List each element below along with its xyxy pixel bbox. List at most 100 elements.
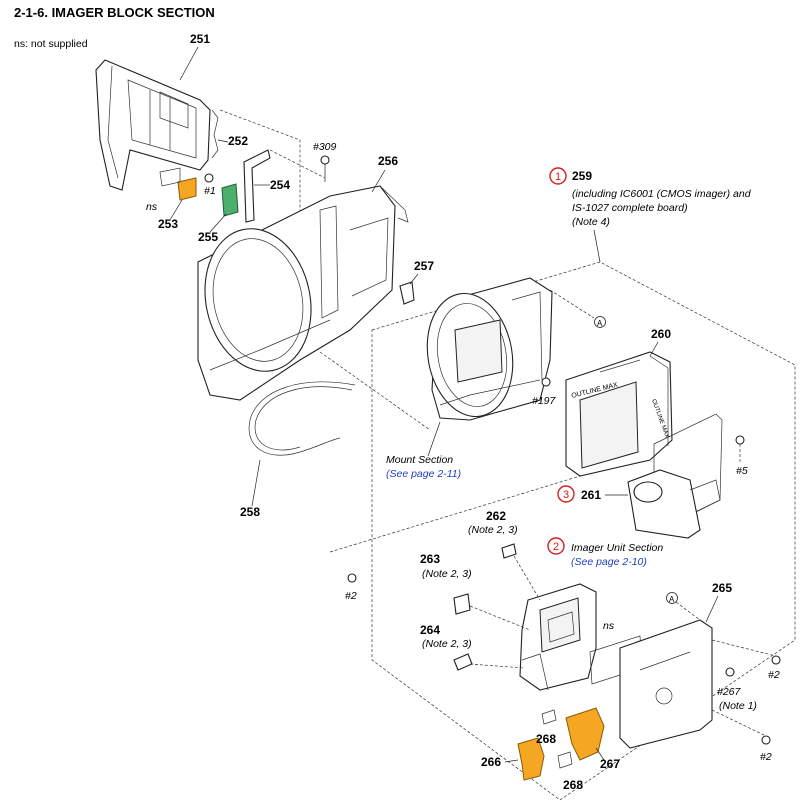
label-252: 252 — [228, 134, 248, 148]
leader-256 — [371, 169, 386, 193]
label-255: 255 — [198, 230, 218, 244]
label-screw-2-right: #2 — [768, 669, 780, 681]
mount-section-assembly — [426, 277, 553, 421]
guide-line — [269, 149, 326, 179]
part-253-orange-sheet — [177, 177, 197, 201]
marker-2 — [547, 537, 565, 555]
guide-line — [219, 109, 301, 230]
leader-266 — [504, 759, 519, 763]
leader-259 — [593, 229, 601, 263]
label-screw-2-left: #2 — [345, 590, 357, 602]
part-258-ribbon — [248, 381, 356, 456]
guide-line — [549, 289, 595, 319]
screw-2-right-icon — [771, 655, 781, 665]
note-263: (Note 2, 3) — [422, 568, 472, 580]
screw-309-icon — [320, 155, 330, 165]
label-267: 267 — [600, 757, 620, 771]
guide-line — [319, 351, 431, 431]
screw-2-bottom-icon — [761, 735, 771, 745]
part-262 — [501, 543, 517, 559]
marker-1 — [549, 167, 567, 185]
part-264 — [453, 653, 473, 671]
label-268-a: 268 — [536, 732, 556, 746]
ref-a-top — [594, 316, 606, 328]
guide-line — [711, 639, 777, 657]
label-253: 253 — [158, 217, 178, 231]
note-267: (Note 1) — [719, 700, 757, 712]
leader-mount — [427, 421, 441, 457]
guide-line — [711, 709, 767, 737]
screw-2-left-icon — [347, 573, 357, 583]
part-265-rear-plate — [619, 619, 713, 749]
note-264: (Note 2, 3) — [422, 638, 472, 650]
label-263: 263 — [420, 552, 440, 566]
label-258: 258 — [240, 505, 260, 519]
label-screw-1: #1 — [204, 185, 216, 197]
marker-2-label: 2 — [553, 541, 559, 553]
part-252-flex-wire — [211, 109, 219, 159]
ref-a-top-label: A — [597, 319, 603, 328]
leader-260 — [649, 341, 659, 357]
guide-line — [469, 663, 525, 669]
label-265: 265 — [712, 581, 732, 595]
ref-a-bottom-label: A — [669, 595, 675, 604]
leader-257 — [409, 273, 419, 285]
label-254: 254 — [270, 178, 290, 192]
legend-not-supplied: ns: not supplied — [14, 38, 88, 50]
part-255-green-board — [221, 183, 239, 217]
marker-3-label: 3 — [563, 489, 569, 501]
label-ns-1: ns — [146, 201, 158, 213]
guide-line — [675, 601, 701, 621]
screw-5-icon — [735, 435, 745, 445]
part-ns-sheet — [159, 167, 181, 187]
imager-section-link[interactable]: (See page 2-10) — [571, 556, 647, 568]
leader-251 — [179, 46, 199, 81]
label-264: 264 — [420, 623, 440, 637]
label-261: 261 — [581, 488, 601, 502]
label-260: 260 — [651, 327, 671, 341]
part-260-shutter-unit — [565, 351, 673, 477]
mount-section-title: Mount Section — [386, 454, 453, 466]
label-262: 262 — [486, 509, 506, 523]
screw-197-icon — [541, 377, 551, 387]
screw-1-icon — [204, 173, 214, 183]
part-258-ribbon-edge — [254, 386, 353, 451]
mount-section-link[interactable]: (See page 2-11) — [386, 468, 461, 480]
label-251: 251 — [190, 32, 210, 46]
label-257: 257 — [414, 259, 434, 273]
label-screw-309: #309 — [313, 141, 337, 153]
note-262: (Note 2, 3) — [468, 524, 518, 536]
leader-253 — [169, 199, 183, 221]
leader-258 — [251, 459, 261, 507]
label-ns-2: ns — [603, 620, 615, 632]
note-259-line3: (Note 4) — [572, 216, 610, 228]
note-259-line2: IS-1027 complete board) — [572, 202, 688, 214]
label-screw-2-bottom: #2 — [760, 751, 772, 763]
leader-265 — [705, 595, 719, 623]
part-256-front-frame — [197, 185, 409, 401]
marker-1-label: 1 — [555, 171, 561, 183]
imager-section-title: Imager Unit Section — [571, 542, 663, 554]
leader-255 — [209, 213, 227, 233]
guide-line — [329, 469, 601, 553]
note-259-line1: (including IC6001 (CMOS imager) and — [572, 188, 752, 200]
part-251-grip-cover — [95, 59, 211, 191]
part-254-bracket — [243, 149, 271, 223]
part-267-orange-sheet — [565, 707, 605, 761]
part-266-orange-sheet — [517, 737, 545, 781]
guide-line — [513, 555, 541, 601]
screw-267-icon — [725, 667, 735, 677]
imager-board-assembly — [519, 583, 597, 691]
label-screw-267: #267 — [717, 686, 742, 698]
label-256: 256 — [378, 154, 398, 168]
leader-252 — [217, 139, 229, 143]
label-screw-5: #5 — [736, 465, 748, 477]
part-268-pad-a — [541, 709, 557, 725]
page-title: 2-1-6. IMAGER BLOCK SECTION — [14, 5, 215, 20]
leader-267 — [595, 747, 605, 761]
label-266: 266 — [481, 755, 501, 769]
guide-line — [469, 605, 531, 631]
ref-a-bottom — [666, 592, 678, 604]
part-261-imager-housing — [627, 413, 723, 539]
